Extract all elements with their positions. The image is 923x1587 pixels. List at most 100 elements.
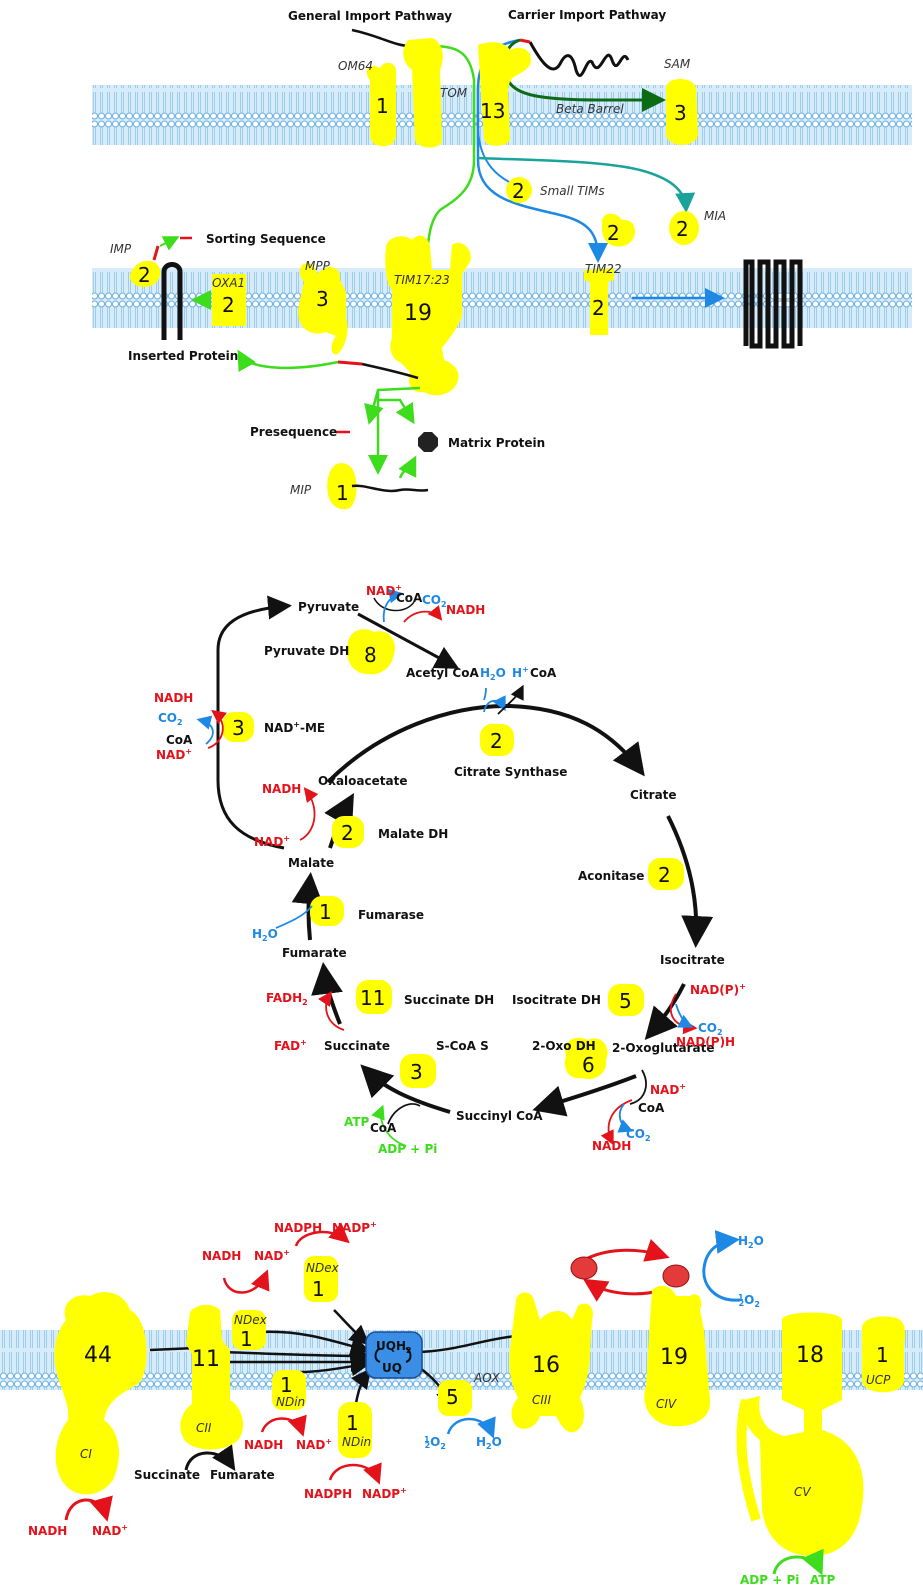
mip-number: 1 [336, 481, 349, 505]
scs-atp-label: ATP [344, 1115, 370, 1129]
aconitase-number: 2 [658, 863, 671, 887]
citrate-synthase-label: Citrate Synthase [454, 765, 567, 779]
ndin2-number: 1 [346, 1411, 359, 1435]
complex-iv-number: 19 [660, 1345, 688, 1370]
ogdh-nadh-label: NADH [592, 1139, 631, 1153]
small-tim-pair [601, 213, 636, 247]
citrate-synthase-complex [480, 724, 514, 756]
tim22-number: 2 [592, 296, 605, 320]
tim1723-complex [385, 235, 471, 396]
cytochrome-c-shuttle [587, 1238, 670, 1262]
oxoglutarate-label: 2-Oxoglutarate [612, 1041, 715, 1055]
ndin2-nadp-label: NADP+ [362, 1486, 407, 1501]
ogdh-co2-label: CO2 [626, 1127, 651, 1143]
ndex1-nadh-label: NADH [202, 1249, 241, 1263]
citrate-synthase-number: 2 [490, 729, 503, 753]
pyruvate-dh-complex [346, 629, 395, 675]
ubiquinone-pool [365, 1331, 423, 1379]
cycle-arc-succinate [360, 1064, 451, 1114]
cycle-arc-isocitrate [666, 815, 714, 948]
cytochrome-c-left [570, 1256, 598, 1280]
fumarase-number: 1 [319, 900, 332, 924]
malate-dh-number: 2 [341, 821, 354, 845]
pdh-nad-label: NAD+ [366, 583, 402, 598]
sdh-fad-label: FAD+ [274, 1038, 307, 1053]
ndin1-complex [272, 1370, 306, 1410]
mdh-nad-label: NAD+ [254, 834, 290, 849]
oxo-dh-complex [564, 1037, 608, 1080]
ndex2-label: NDex [306, 1261, 340, 1275]
complex-v [742, 1312, 864, 1556]
succinate-label: Succinate [324, 1039, 390, 1053]
malate-dh-complex [332, 816, 364, 848]
cs-h-label: H+ [512, 665, 529, 680]
oxa1-label: OXA1 [212, 276, 245, 290]
mpp-complex [298, 263, 348, 355]
pyruvate-dh-number: 8 [364, 643, 377, 667]
idh-nadp-label: NAD(P)+ [690, 982, 746, 997]
presequence-label: Presequence [250, 425, 337, 439]
ndex1-complex [232, 1310, 266, 1350]
sdh-fadh-label: FADH2 [266, 991, 308, 1007]
carrier-inserted-protein [743, 259, 803, 349]
cs-h2o-label: H2O [480, 666, 506, 682]
inserted-protein [161, 262, 183, 340]
uq-label: UQ [382, 1361, 402, 1375]
complex-ii [180, 1304, 244, 1450]
isocitrate-dh-label: Isocitrate DH [512, 993, 601, 1007]
succinylcoa-synthetase-label: S-CoA S [436, 1039, 489, 1053]
small-tims-label: Small TIMs [540, 184, 605, 198]
ndin2-nadph-label: NADPH [304, 1487, 352, 1501]
carrier-import-label: Carrier Import Pathway [508, 8, 666, 22]
mia-complex [669, 211, 699, 245]
sam-number: 3 [674, 101, 687, 125]
malic-enzyme-route [216, 595, 292, 850]
ndex1-nad-label: NAD+ [254, 1248, 290, 1263]
ci-nadh-label: NADH [28, 1524, 67, 1538]
oxa1-complex [212, 274, 246, 326]
tom-number: 13 [480, 99, 505, 123]
civ-h2o-label: H2O [738, 1234, 764, 1250]
idh-nadph-label: NAD(P)H [676, 1035, 735, 1049]
ndex2-nadph-label: NADPH [274, 1221, 322, 1235]
cycle-arc-citrate [326, 703, 645, 784]
matrix-protein-icon [418, 432, 438, 452]
pdh-co2-label: CO2 [422, 593, 447, 609]
malic-enzyme-label: NAD+-ME [264, 720, 325, 735]
pyruvate-dh-label: Pyruvate DH [264, 644, 349, 658]
scs-adp-label: ADP + Pi [378, 1142, 437, 1156]
imp-label: IMP [110, 242, 132, 256]
cii-succinate-label: Succinate [134, 1468, 200, 1482]
complex-iii-number: 16 [532, 1353, 560, 1378]
me-nadh-label: NADH [154, 691, 193, 705]
import-panel: General Import Pathway Carrier Import Pa… [92, 8, 912, 510]
malic-enzyme-number: 3 [232, 716, 245, 740]
mip-label: MIP [290, 483, 312, 497]
matrix-protein-label: Matrix Protein [448, 436, 545, 450]
ndex1-label: NDex [234, 1313, 268, 1327]
mia-number: 2 [676, 217, 689, 241]
succinate-dh-number: 11 [360, 986, 385, 1010]
mpp-number: 3 [316, 287, 329, 311]
small-tims-number: 2 [512, 179, 525, 203]
ucp-number: 1 [876, 1343, 889, 1367]
small-tims-complex [506, 177, 532, 203]
ndex2-nadp-label: NADP+ [332, 1220, 377, 1235]
malic-enzyme-complex [222, 712, 254, 742]
cii-fumarate-label: Fumarate [210, 1468, 275, 1482]
ndex1-number: 1 [240, 1327, 253, 1351]
tim22-complex [584, 268, 614, 335]
malate-dh-label: Malate DH [378, 827, 448, 841]
pyruvate-to-acetylcoa [357, 612, 460, 669]
succinate-dh-label: Succinate DH [404, 993, 494, 1007]
oxo-dh-number: 6 [582, 1053, 595, 1077]
complex-i-number: 44 [84, 1343, 112, 1368]
sorting-sequence-label: Sorting Sequence [206, 232, 326, 246]
fumarate-label: Fumarate [282, 946, 347, 960]
mia-route [477, 156, 696, 213]
pyruvate-label: Pyruvate [298, 600, 359, 614]
tim1723-number: 19 [404, 301, 432, 326]
om64-number: 1 [376, 94, 389, 118]
